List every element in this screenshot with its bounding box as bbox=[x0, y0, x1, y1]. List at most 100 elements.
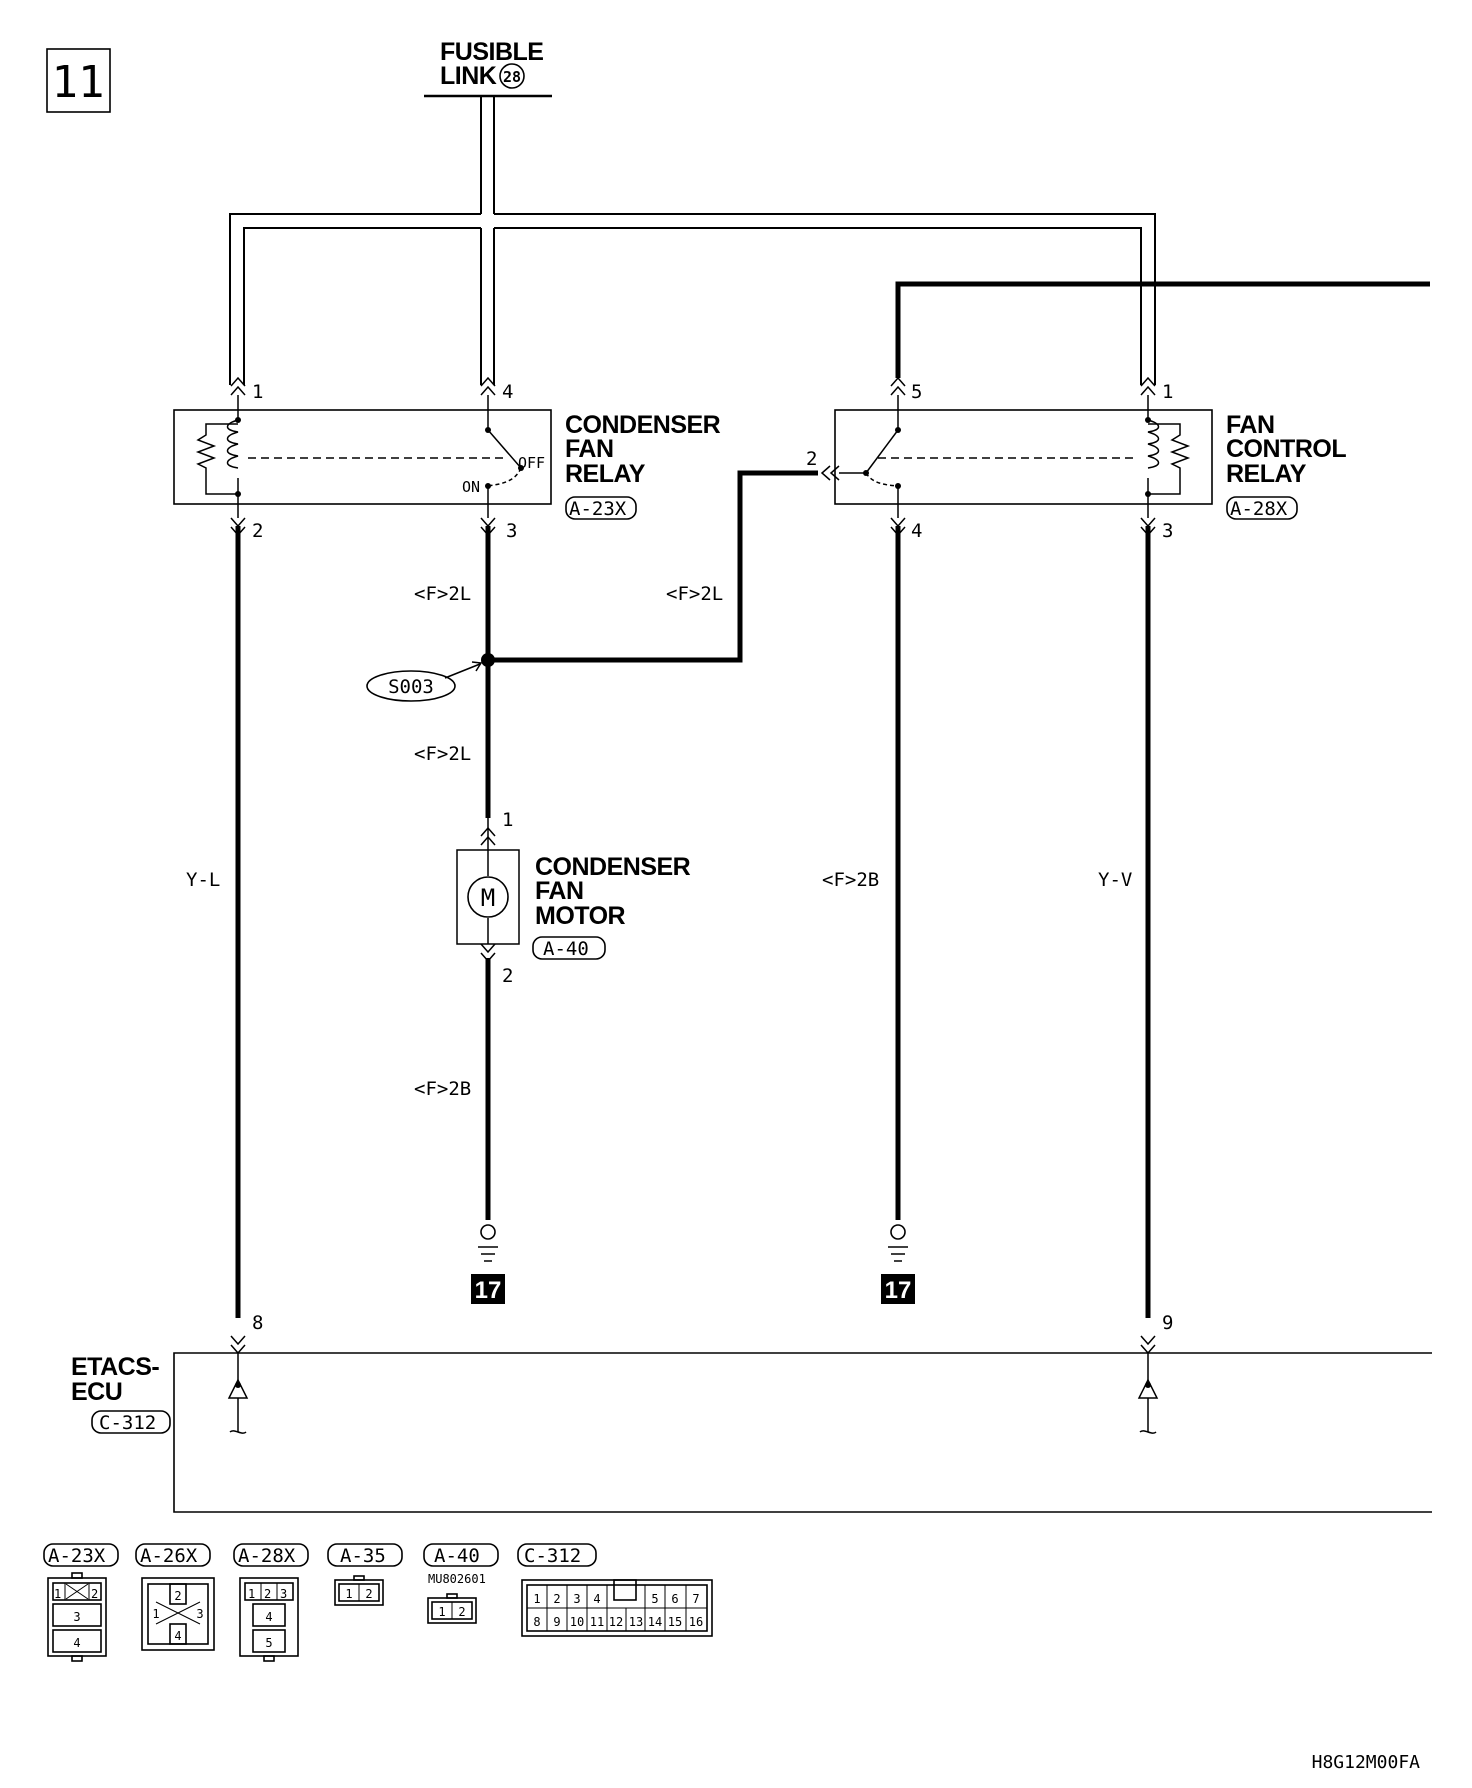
wire-label-relay-out: <F>2L bbox=[414, 583, 471, 605]
motor-connector: A-40 bbox=[543, 938, 589, 960]
cfr-switch-off: OFF bbox=[518, 454, 545, 472]
legend-c-312-cell-4: 4 bbox=[593, 1592, 600, 1606]
motor-name-2: FAN bbox=[535, 877, 584, 905]
legend-a-35: A-35 1 2 bbox=[327, 1543, 403, 1606]
fcr-name-2: CONTROL bbox=[1226, 435, 1346, 463]
legend-c-312-cell-6: 6 bbox=[671, 1592, 678, 1606]
legend-a-40: A-40 MU802601 1 2 bbox=[423, 1543, 499, 1624]
fcr-connector: A-28X bbox=[1230, 498, 1288, 520]
legend-c-312-cell-11: 11 bbox=[590, 1615, 604, 1629]
fusible-link-label-2: LINK bbox=[440, 62, 497, 90]
legend-c-312-cell-1: 1 bbox=[533, 1592, 540, 1606]
fusible-link-number: 28 bbox=[503, 68, 521, 86]
legend-a-40-id: A-40 bbox=[434, 1545, 480, 1567]
cfr-pin-3: 3 bbox=[506, 520, 517, 542]
splice-label: S003 bbox=[388, 676, 434, 698]
wire-labels: <F>2L <F>2L <F>2L Y-L <F>2B <F>2B Y-V bbox=[186, 583, 1132, 1100]
etacs-connector: C-312 bbox=[99, 1412, 156, 1434]
etacs-name-1: ETACS- bbox=[71, 1353, 159, 1381]
fan-control-relay: 5 1 2 4 3 FAN CONTROL RELAY A-28X bbox=[806, 376, 1347, 542]
legend-a-28x: A-28X 1 2 3 4 5 bbox=[233, 1543, 309, 1662]
legend-a-28x-cell-4: 4 bbox=[265, 1610, 272, 1624]
page-number-box: 11 bbox=[46, 48, 111, 113]
motor-name-1: CONDENSER bbox=[535, 853, 691, 881]
legend-a-40-part-no: MU802601 bbox=[428, 1572, 486, 1586]
legend-a-35-cell-1: 1 bbox=[345, 1587, 352, 1601]
motor-pin-2: 2 bbox=[502, 965, 513, 987]
legend-c-312-cell-9: 9 bbox=[553, 1615, 560, 1629]
fusible-link-label-1: FUSIBLE bbox=[440, 38, 543, 66]
legend-a-35-cell-2: 2 bbox=[365, 1587, 372, 1601]
cfr-switch-on: ON bbox=[462, 478, 480, 496]
ground-2: 17 bbox=[881, 1224, 915, 1304]
cfr-connector: A-23X bbox=[569, 498, 627, 520]
legend-a-26x-cell-1: 1 bbox=[152, 1607, 159, 1621]
legend-c-312-cell-13: 13 bbox=[629, 1615, 643, 1629]
ground-2-number: 17 bbox=[885, 1277, 912, 1304]
legend-a-28x-cell-1: 1 bbox=[248, 1587, 255, 1601]
legend-c-312-cell-3: 3 bbox=[573, 1592, 580, 1606]
fcr-pin-5: 5 bbox=[911, 381, 922, 403]
fcr-pin-1: 1 bbox=[1162, 381, 1173, 403]
etacs-ecu: 8 9 ETACS- ECU C-312 bbox=[71, 1312, 1432, 1513]
fcr-name-3: RELAY bbox=[1226, 460, 1307, 488]
condenser-fan-relay: 1 4 2 3 ON OFF CONDENSER FAN RELAY A-23X bbox=[173, 376, 721, 542]
legend-a-26x: A-26X 2 1 3 4 bbox=[135, 1543, 215, 1651]
legend-c-312-cell-7: 7 bbox=[692, 1592, 699, 1606]
cfr-name-2: FAN bbox=[565, 435, 614, 463]
legend-a-40-cell-1: 1 bbox=[438, 1605, 445, 1619]
legend-a-28x-cell-5: 5 bbox=[265, 1636, 272, 1650]
legend-c-312-id: C-312 bbox=[524, 1545, 581, 1567]
fcr-name-1: FAN bbox=[1226, 411, 1275, 439]
legend-a-23x-cell-2: 2 bbox=[91, 1587, 98, 1601]
legend-a-28x-cell-2: 2 bbox=[264, 1587, 271, 1601]
etacs-pin-9: 9 bbox=[1162, 1312, 1173, 1334]
motor-symbol: M bbox=[481, 884, 495, 912]
cfr-name-3: RELAY bbox=[565, 460, 646, 488]
legend-c-312-cell-12: 12 bbox=[609, 1615, 623, 1629]
cfr-pin-4: 4 bbox=[502, 381, 513, 403]
motor-name-3: MOTOR bbox=[535, 902, 626, 930]
ground-1: 17 bbox=[471, 1224, 505, 1304]
fusible-link: FUSIBLE LINK 28 bbox=[424, 38, 552, 98]
legend-a-35-id: A-35 bbox=[340, 1545, 386, 1567]
legend-a-23x-cell-4: 4 bbox=[73, 1636, 80, 1650]
legend-c-312-cell-10: 10 bbox=[570, 1615, 584, 1629]
fcr-pin-2: 2 bbox=[806, 448, 817, 470]
legend-a-26x-cell-3: 3 bbox=[196, 1607, 203, 1621]
legend-c-312-cell-2: 2 bbox=[553, 1592, 560, 1606]
etacs-name-2: ECU bbox=[71, 1378, 122, 1406]
legend-a-23x-cell-3: 3 bbox=[73, 1610, 80, 1624]
legend-c-312-cell-14: 14 bbox=[648, 1615, 662, 1629]
cfr-pin-2: 2 bbox=[252, 520, 263, 542]
legend-a-40-cell-2: 2 bbox=[458, 1605, 465, 1619]
legend-c-312-cell-15: 15 bbox=[668, 1615, 682, 1629]
legend-c-312-cell-16: 16 bbox=[689, 1615, 703, 1629]
cfr-pin-1: 1 bbox=[252, 381, 263, 403]
ground-1-number: 17 bbox=[475, 1277, 502, 1304]
condenser-fan-motor: M 1 2 CONDENSER FAN MOTOR A-40 bbox=[456, 809, 691, 987]
legend-c-312-cell-8: 8 bbox=[533, 1615, 540, 1629]
figure-code: H8G12M00FA bbox=[1312, 1752, 1421, 1773]
legend-a-23x-cell-1: 1 bbox=[54, 1587, 61, 1601]
wire-label-yl: Y-L bbox=[186, 869, 220, 891]
wire-label-fcr-ground: <F>2B bbox=[822, 869, 879, 891]
cfr-name-1: CONDENSER bbox=[565, 411, 721, 439]
splice-s003: S003 bbox=[366, 653, 495, 702]
power-bus bbox=[229, 96, 1156, 385]
connector-legend: A-23X 1 2 3 4 A-26X 2 1 3 bbox=[43, 1543, 713, 1662]
wire-label-to-motor: <F>2L bbox=[414, 743, 471, 765]
legend-a-28x-id: A-28X bbox=[238, 1545, 296, 1567]
wire-label-yv: Y-V bbox=[1098, 869, 1132, 891]
legend-a-26x-id: A-26X bbox=[140, 1545, 198, 1567]
legend-a-26x-cell-4: 4 bbox=[174, 1629, 181, 1643]
motor-pin-1: 1 bbox=[502, 809, 513, 831]
legend-a-23x-id: A-23X bbox=[48, 1545, 106, 1567]
legend-c-312-cell-5: 5 bbox=[651, 1592, 658, 1606]
etacs-pin-8: 8 bbox=[252, 1312, 263, 1334]
legend-a-23x: A-23X 1 2 3 4 bbox=[43, 1543, 119, 1662]
legend-c-312: C-312 1 2 3 4 5 6 7 bbox=[517, 1543, 713, 1637]
legend-a-28x-cell-3: 3 bbox=[280, 1587, 287, 1601]
page-number: 11 bbox=[52, 57, 105, 108]
